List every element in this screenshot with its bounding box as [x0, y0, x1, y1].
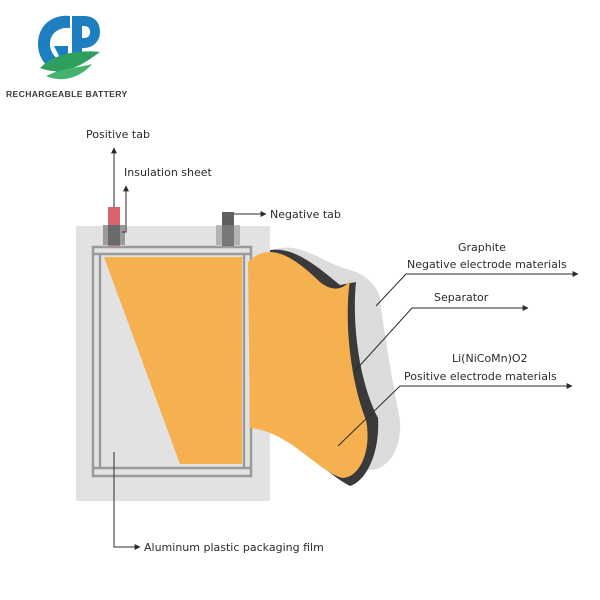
positive-tab-label: Positive tab: [86, 128, 150, 141]
cathode-formula-label: Li(NiCoMn)O2: [452, 352, 528, 365]
negative-tab-label: Negative tab: [270, 208, 341, 221]
negative-electrode-leader: [375, 271, 579, 307]
logo-emblem: [28, 8, 102, 82]
positive-electrode-leader: [337, 383, 573, 447]
positive-tab-base: [108, 225, 120, 245]
brand-tagline: RECHARGEABLE BATTERY: [6, 89, 128, 99]
positive-electrode-label: Positive electrode materials: [404, 370, 557, 383]
gp-logo: [28, 8, 102, 82]
insulation-sheet-negative: [216, 225, 240, 245]
negative-electrode-label: Negative electrode materials: [407, 258, 567, 271]
packaging-film-label: Aluminum plastic packaging film: [144, 541, 324, 554]
graphite-label: Graphite: [458, 241, 506, 254]
electrode-in-pouch: [104, 257, 242, 464]
insulation-sheet-leader: [122, 185, 129, 233]
insulation-sheet-label: Insulation sheet: [124, 166, 213, 179]
electrode-sheet: [248, 252, 368, 478]
packaging-film-leader: [113, 452, 141, 550]
separator-label: Separator: [434, 291, 489, 304]
separator-leader: [353, 305, 529, 373]
